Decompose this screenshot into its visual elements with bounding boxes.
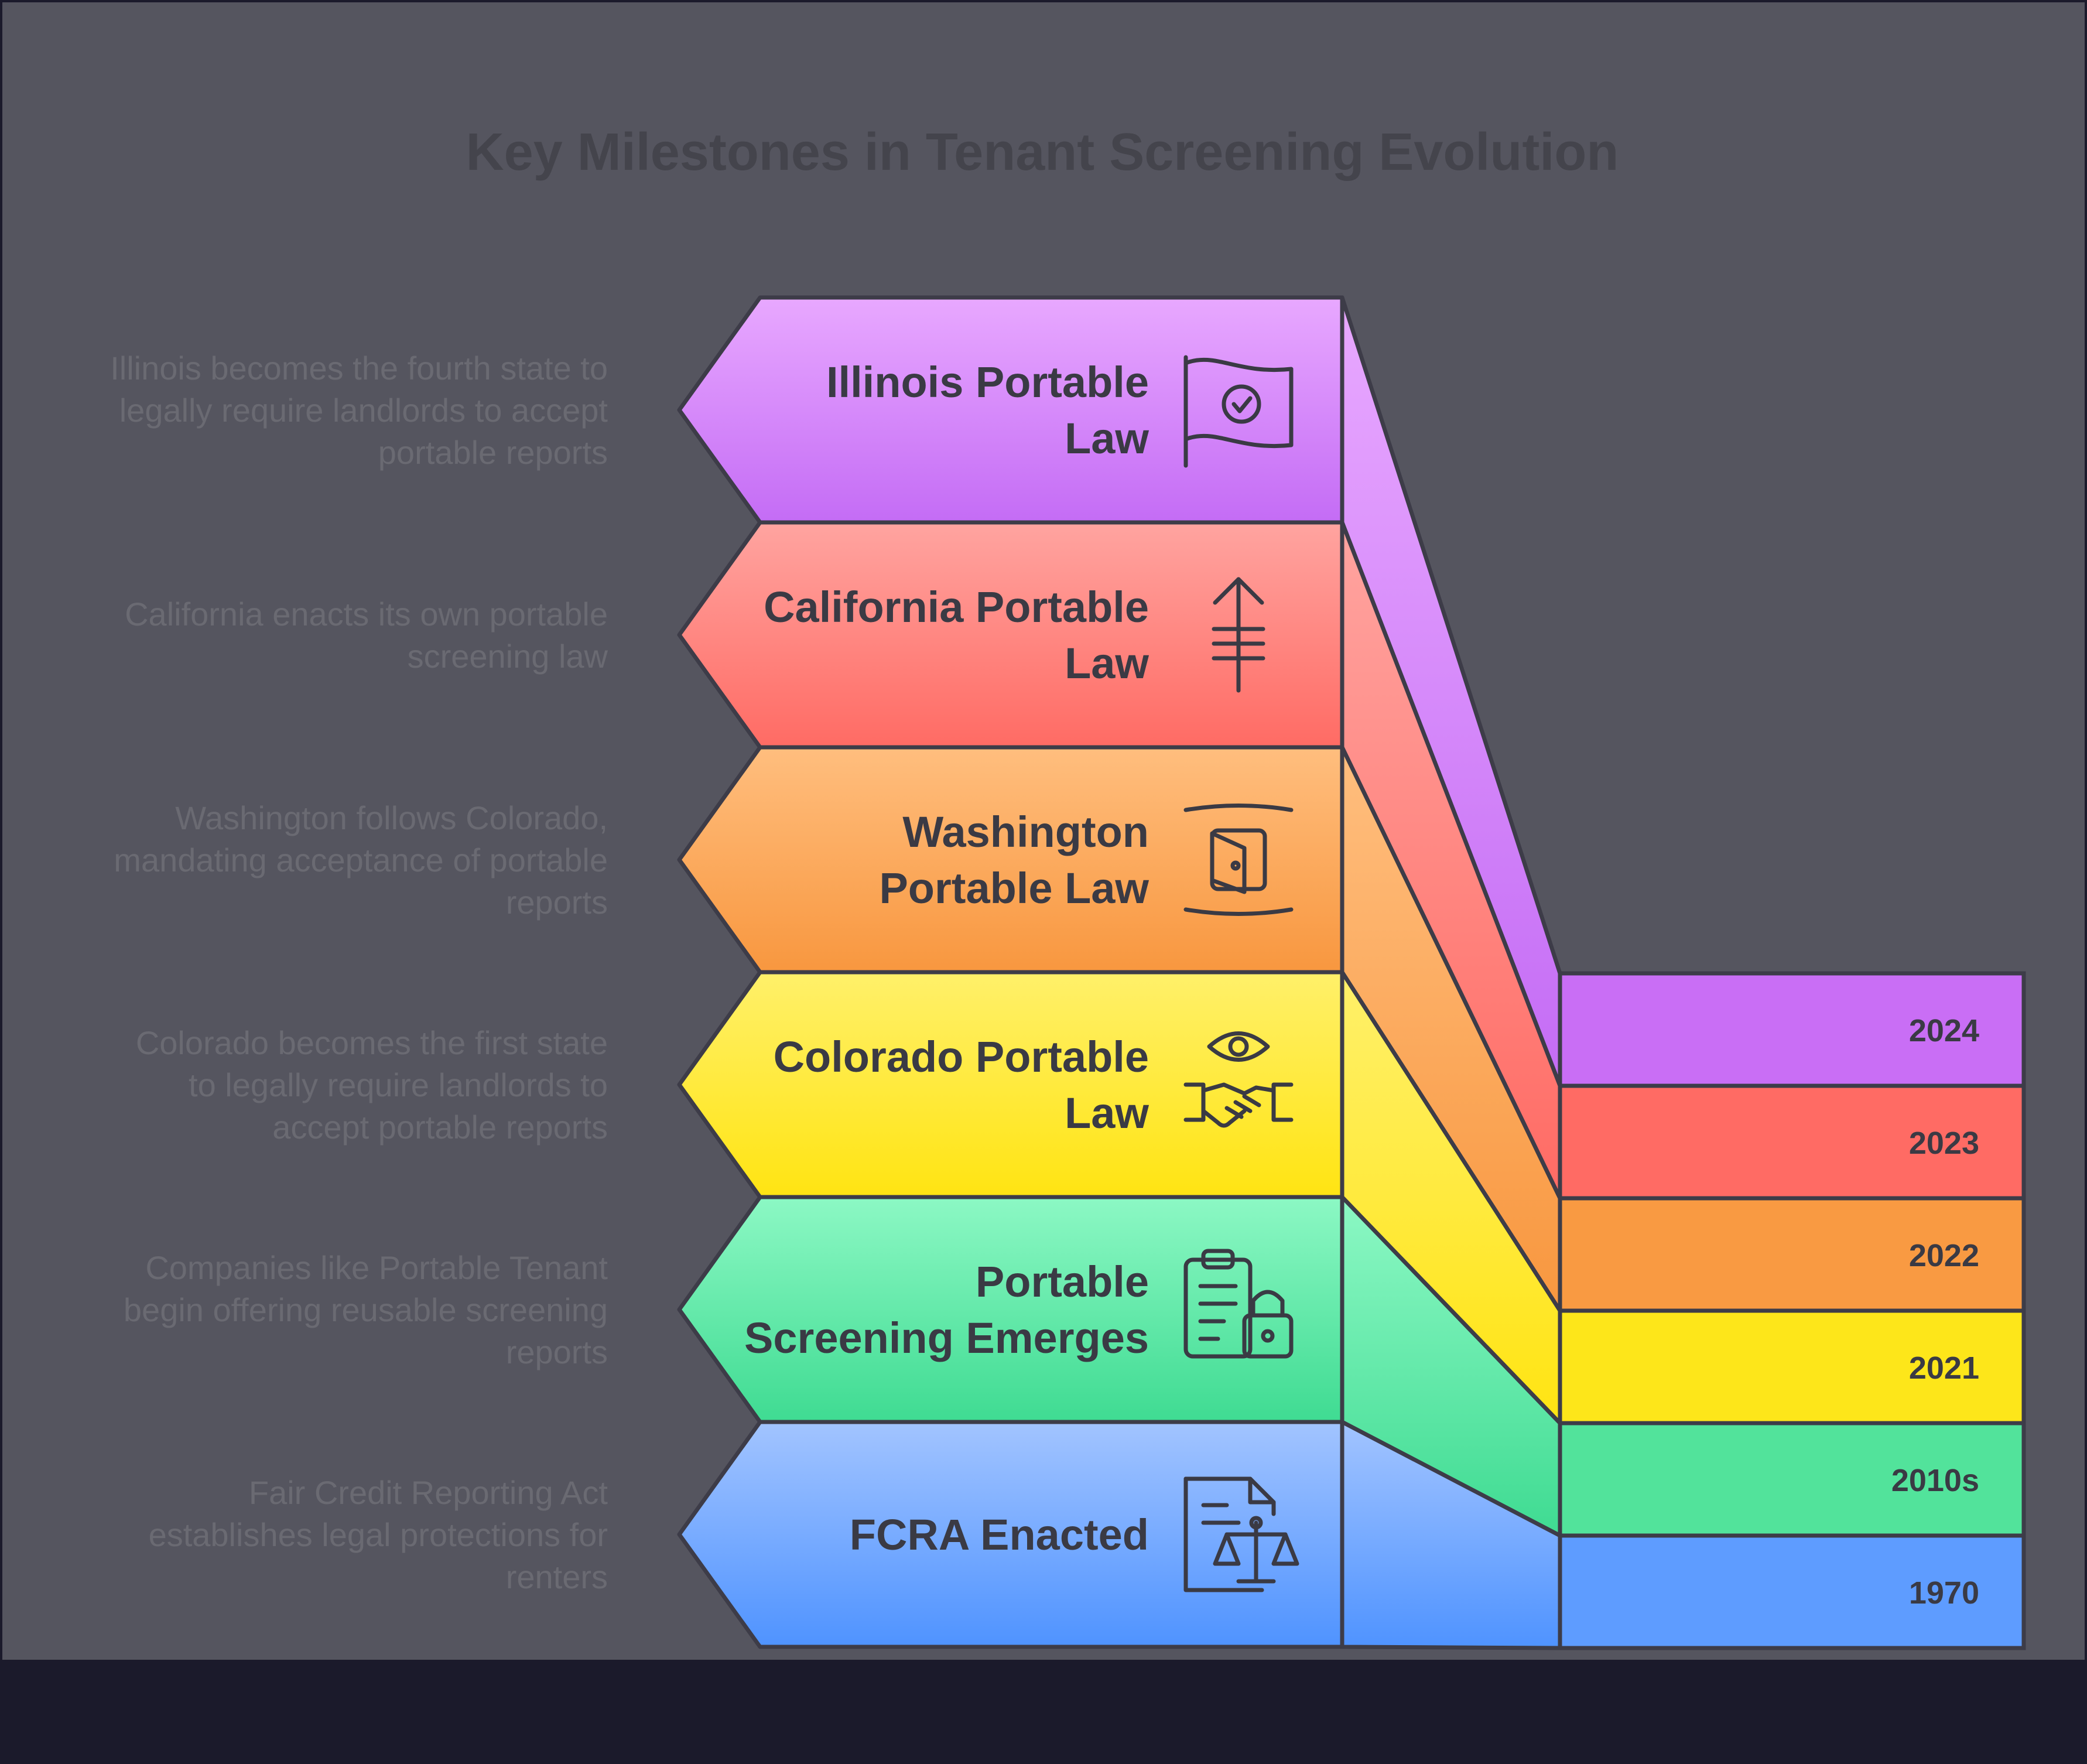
year-label: 2021 bbox=[1909, 1351, 1979, 1386]
year-block: 2021 bbox=[1558, 1308, 2026, 1425]
milestone-description: Washington follows Colorado, bbox=[175, 799, 608, 836]
year-box bbox=[1558, 1083, 2026, 1201]
year-box bbox=[1558, 1196, 2026, 1313]
milestone-description: reports bbox=[506, 1334, 608, 1370]
milestone-description: Colorado becomes the first state bbox=[136, 1024, 608, 1061]
year-block: 2024 bbox=[1558, 971, 2026, 1088]
milestone-description: portable reports bbox=[378, 434, 608, 471]
milestone-description: begin offering reusable screening bbox=[124, 1291, 608, 1328]
year-label: 2022 bbox=[1909, 1238, 1979, 1273]
year-box bbox=[1558, 971, 2026, 1088]
year-label: 1970 bbox=[1909, 1575, 1979, 1611]
arrow-up-crossbars-icon bbox=[1212, 577, 1265, 693]
year-block: 2010s bbox=[1558, 1421, 2026, 1538]
milestone-label: Law bbox=[1065, 639, 1149, 688]
flag-check-icon bbox=[1183, 355, 1294, 468]
milestone-shape bbox=[677, 520, 1344, 750]
milestone-description: reports bbox=[506, 884, 608, 921]
milestone-description: Fair Credit Reporting Act bbox=[249, 1474, 608, 1511]
milestone-shape bbox=[677, 1195, 1344, 1424]
milestone-block: FCRA Enacted bbox=[677, 1420, 1344, 1649]
year-box bbox=[1558, 1308, 2026, 1425]
milestone-description: legally require landlords to accept bbox=[119, 392, 608, 429]
year-label: 2024 bbox=[1909, 1013, 1979, 1048]
year-label: 2023 bbox=[1909, 1126, 1979, 1161]
milestone-label: FCRA Enacted bbox=[850, 1510, 1149, 1559]
door-scan-icon bbox=[1183, 804, 1294, 916]
milestone-description: California enacts its own portable bbox=[125, 596, 608, 633]
milestone-description: accept portable reports bbox=[272, 1109, 608, 1146]
year-box bbox=[1558, 1421, 2026, 1538]
milestone-description: renters bbox=[506, 1558, 608, 1595]
year-block: 2022 bbox=[1558, 1196, 2026, 1313]
milestone-description: to legally require landlords to bbox=[189, 1066, 608, 1103]
milestone-description: establishes legal protections for bbox=[149, 1516, 608, 1553]
milestone-label: Illinois Portable bbox=[826, 358, 1149, 406]
descriptions: Illinois becomes the fourth state to lega… bbox=[110, 350, 608, 1595]
year-box bbox=[1558, 1533, 2026, 1650]
milestone-description: Illinois becomes the fourth state to bbox=[110, 350, 608, 387]
milestone-description: Companies like Portable Tenant bbox=[145, 1249, 608, 1286]
milestone-shape bbox=[677, 1420, 1344, 1649]
eye-handshake-icon bbox=[1183, 1031, 1294, 1128]
milestone-label: Washington bbox=[902, 808, 1149, 856]
milestone-description: mandating acceptance of portable bbox=[114, 842, 608, 878]
milestone-shape bbox=[677, 970, 1344, 1199]
milestone-label: Screening Emerges bbox=[744, 1314, 1149, 1362]
milestone-label: Law bbox=[1065, 414, 1149, 463]
year-label: 2010s bbox=[1891, 1463, 1979, 1498]
connectors bbox=[1340, 295, 1562, 1650]
milestone-description: screening law bbox=[408, 638, 608, 675]
milestone-label: Portable Law bbox=[879, 864, 1149, 912]
year-blocks: 2024 2023 2022 2021 2010s 1970 bbox=[1558, 971, 2026, 1650]
year-block: 1970 bbox=[1558, 1533, 2026, 1650]
milestone-label: Portable bbox=[976, 1257, 1149, 1306]
milestone-label: California Portable bbox=[764, 583, 1149, 631]
milestone-label: Colorado Portable bbox=[774, 1033, 1149, 1081]
year-block: 2023 bbox=[1558, 1083, 2026, 1201]
document-scales-icon bbox=[1183, 1476, 1299, 1592]
clipboard-lock-icon bbox=[1183, 1249, 1294, 1359]
diagram-title: Key Milestones in Tenant Screening Evolu… bbox=[466, 123, 1619, 182]
milestone-label: Law bbox=[1065, 1089, 1149, 1137]
